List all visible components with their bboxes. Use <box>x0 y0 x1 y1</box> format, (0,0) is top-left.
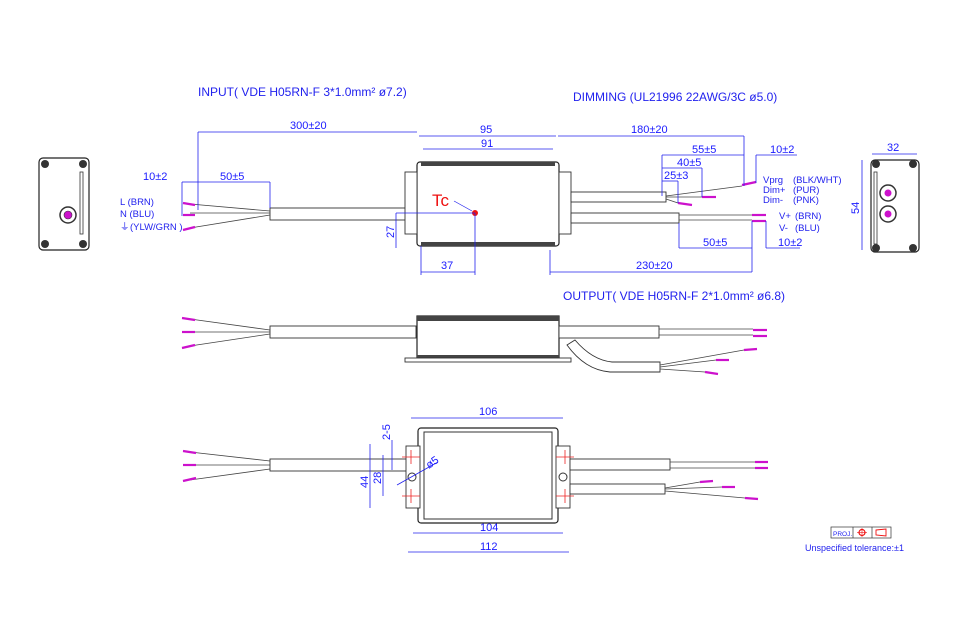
top-view: Tc 300±20 10±2 50±5 95 91 180±20 <box>120 120 842 275</box>
output-spec-header: OUTPUT( VDE H05RN-F 2*1.0mm² ø6.8) <box>563 289 785 303</box>
dimming-wire-color: (BLK/WHT) <box>793 175 842 186</box>
dim-end-width: 32 <box>887 142 899 154</box>
dim-dimming-40: 40±5 <box>677 157 701 169</box>
dim-dimming-25: 25±3 <box>664 170 688 182</box>
dim-inner-width: 104 <box>480 522 498 534</box>
input-spec-header: INPUT( VDE H05RN-F 3*1.0mm² ø7.2) <box>198 85 407 99</box>
earth-symbol-icon: ⏚ <box>120 222 130 233</box>
dim-end-height: 54 <box>850 202 862 214</box>
dim-overall-width: 112 <box>480 541 498 553</box>
right-end-view: 32 54 <box>850 142 920 253</box>
input-wire-label: L (BRN) <box>120 197 154 208</box>
bottom-view: 106 104 112 44 28 2-5 ø5 <box>182 406 768 553</box>
dimming-wire-color: (PNK) <box>793 195 819 206</box>
dim-dimming-cable: 180±20 <box>631 124 668 136</box>
dim-top-width: 106 <box>479 406 497 418</box>
projection-symbol: PROJ. <box>830 526 892 539</box>
dimming-wire-name: Dim+ <box>763 185 786 196</box>
dim-output-jacket: 50±5 <box>703 237 727 249</box>
tolerance-note: Unspecified tolerance:±1 <box>805 543 904 553</box>
dim-body-outer: 95 <box>480 124 492 136</box>
dim-dimming-strip: 10±2 <box>770 144 794 156</box>
dim-input-jacket: 50±5 <box>220 171 244 183</box>
output-wire-color: (BLU) <box>795 223 820 234</box>
dim-tc-y: 27 <box>385 226 397 238</box>
dim-tc-x: 37 <box>441 260 453 272</box>
dim-body-inner: 91 <box>481 138 493 150</box>
dim-input-cable: 300±20 <box>290 120 327 132</box>
output-wire-name: V- <box>779 223 788 234</box>
dimming-spec-header: DIMMING (UL21996 22AWG/3C ø5.0) <box>573 90 777 104</box>
dimming-wire-color: (PUR) <box>793 185 819 196</box>
output-wire-color: (BRN) <box>795 211 821 222</box>
input-wire-label: N (BLU) <box>120 209 154 220</box>
left-end-view <box>38 157 90 251</box>
dim-hole-slot: 2-5 <box>381 424 393 440</box>
projection-label: PROJ. <box>833 531 852 538</box>
dim-output-cable: 230±20 <box>636 260 673 272</box>
dim-dimming-55: 55±5 <box>692 144 716 156</box>
dim-outer-height: 44 <box>359 476 371 488</box>
dim-input-strip: 10±2 <box>143 171 167 183</box>
input-wire-label: (YLW/GRN ) <box>130 222 183 233</box>
dim-output-strip: 10±2 <box>778 237 802 249</box>
side-view <box>181 315 767 376</box>
dimming-wire-name: Dim- <box>763 195 783 206</box>
dimming-wire-name: Vprg <box>763 175 783 186</box>
tc-label: Tc <box>432 191 450 210</box>
dim-hole-pitch: 28 <box>372 472 384 484</box>
output-wire-name: V+ <box>779 211 791 222</box>
